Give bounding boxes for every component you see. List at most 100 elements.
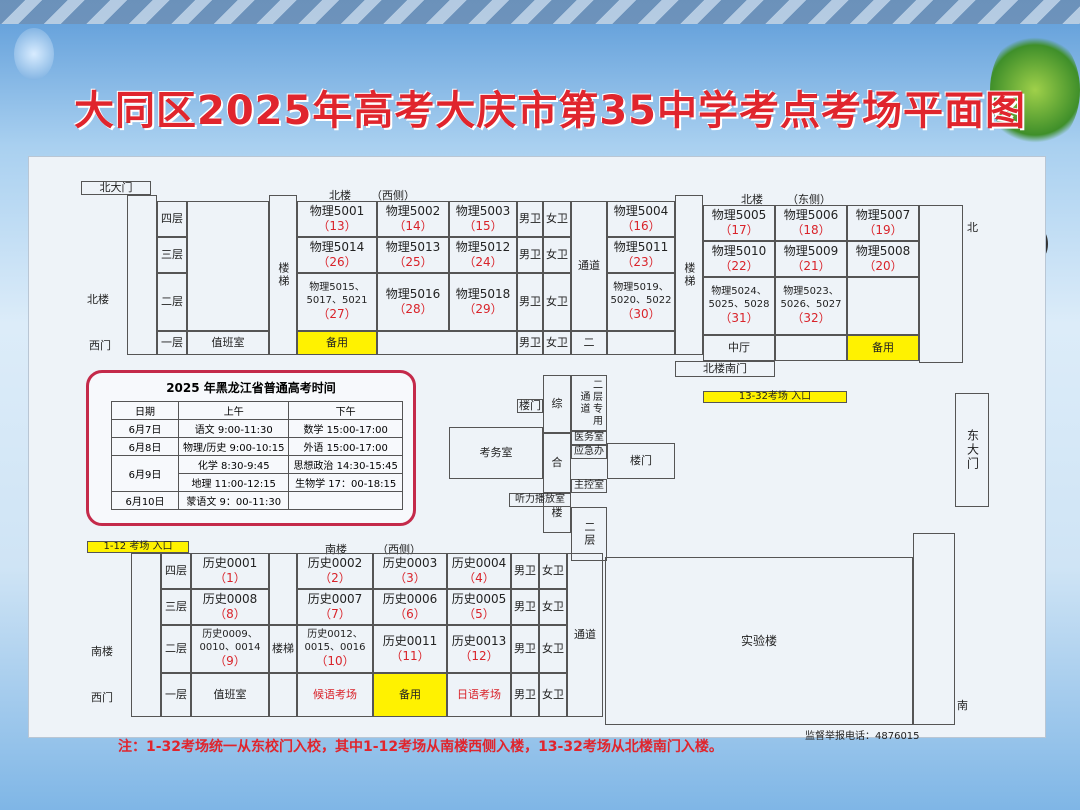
schedule-cell: 蒙语文 9：00-11:30 — [177, 491, 290, 510]
north-female-wc-2: 女卫 — [543, 273, 571, 331]
south-side-label: 南楼 — [91, 645, 113, 658]
north-floor1-block — [377, 331, 517, 355]
room-31: 物理5024、5025、5028（31） — [703, 277, 775, 335]
top-stripe — [0, 0, 1080, 24]
special-passage: 二层专用通道 — [571, 375, 607, 431]
exam-schedule: 2025 年黑龙江省普通高考时间 日期 上午 下午 6月7日 语文 9:00-1… — [86, 370, 416, 526]
room-3: 历史0003（3） — [373, 553, 447, 589]
schedule-title: 2025 年黑龙江省普通高考时间 — [166, 381, 336, 395]
south-waiting-room-2: 日语考场 — [447, 673, 511, 717]
schedule-header: 下午 — [288, 401, 403, 420]
room-5: 历史0005（5） — [447, 589, 511, 625]
south-female-wc-2: 女卫 — [539, 625, 567, 673]
south-header: 南楼 — [325, 543, 347, 556]
complex-label-1: 综 — [543, 375, 571, 433]
north-stairs: 楼梯 — [269, 195, 297, 355]
control-room: 主控室 — [571, 479, 607, 493]
south-corridor: 通道 — [567, 553, 603, 717]
hotline: 监督举报电话：4876015 — [805, 731, 920, 742]
north-side-label: 北楼 — [87, 293, 109, 306]
room-23: 物理5011（23） — [607, 237, 675, 273]
table-row: 6月10日 蒙语文 9：00-11:30 — [111, 491, 403, 510]
north-corridor: 通道 — [571, 201, 607, 331]
north-hall: 中厅 — [703, 335, 775, 361]
schedule-cell: 物理/历史 9:00-10:15 — [177, 437, 290, 456]
north-backup-room-2: 备用 — [847, 335, 919, 361]
south-floor-4: 四层 — [161, 553, 191, 589]
south-west-column — [131, 553, 161, 717]
leaves-decoration — [990, 30, 1080, 150]
room-30: 物理5019、5020、5022（30） — [607, 273, 675, 331]
schedule-table: 日期 上午 下午 6月7日 语文 9:00-11:30 数学 15:00-17:… — [111, 401, 403, 510]
balloon-icon — [14, 28, 54, 80]
schedule-cell: 地理 11:00-12:15 — [177, 473, 290, 492]
north-female-wc-4: 女卫 — [543, 201, 571, 237]
north-floor-1: 一层 — [157, 331, 187, 355]
south-mark: 南 — [957, 699, 968, 712]
room-21: 物理5009（21） — [775, 241, 847, 277]
room-16: 物理5004（16） — [607, 201, 675, 237]
south-stairs: 楼梯 — [269, 625, 297, 673]
south-female-wc-1: 女卫 — [539, 673, 567, 717]
north-east-header: 北楼 — [741, 193, 763, 206]
schedule-cell: 外语 15:00-17:00 — [288, 437, 403, 456]
room-15: 物理5003（15） — [449, 201, 517, 237]
room-29: 物理5018（29） — [449, 273, 517, 331]
floor-plan: 北大门 北楼 （西侧） 北楼 （东侧） 北楼 西门 北 四层 三层 二层 一层 … — [28, 156, 1046, 742]
north-east-end — [919, 205, 963, 363]
middle-gatehouse: 楼门 — [517, 399, 543, 413]
table-row: 6月9日 化学 8:30-9:45 思想政治 14:30-15:45 — [111, 455, 403, 492]
room-24: 物理5012（24） — [449, 237, 517, 273]
north-male-wc-1: 男卫 — [517, 331, 543, 355]
room-12: 历史0013（12） — [447, 625, 511, 673]
room-27: 物理5015、5017、5021（27） — [297, 273, 377, 331]
room-20: 物理5008（20） — [847, 241, 919, 277]
north-west-header: 北楼 — [329, 189, 351, 202]
south-floor-2: 二层 — [161, 625, 191, 673]
exam-office: 考务室 — [449, 427, 543, 479]
north-second-floor-mark: 二 — [571, 331, 607, 355]
south-floor-3: 三层 — [161, 589, 191, 625]
table-row: 日期 上午 下午 — [111, 401, 403, 420]
table-row: 地理 11:00-12:15 生物学 17：00-18:15 — [112, 473, 403, 492]
room-4: 历史0004（4） — [447, 553, 511, 589]
emergency-office: 应急办 — [571, 445, 607, 459]
room-19: 物理5007（19） — [847, 205, 919, 241]
schedule-cell: 化学 8:30-9:45 — [177, 455, 290, 474]
north-gate: 北大门 — [81, 181, 151, 195]
north-east-side: （东侧） — [787, 193, 831, 206]
schedule-cell: 6月8日 — [111, 437, 179, 456]
south-male-wc-4: 男卫 — [511, 553, 539, 589]
north-west-side: （西侧） — [371, 189, 415, 202]
table-row: 6月8日 物理/历史 9:00-10:15 外语 15:00-17:00 — [111, 437, 403, 456]
room-2: 历史0002（2） — [297, 553, 373, 589]
schedule-header: 上午 — [177, 401, 290, 420]
complex-building-door: 楼门 — [607, 443, 675, 479]
schedule-cell — [288, 491, 403, 510]
south-waiting-room-1: 候语考场 — [297, 673, 373, 717]
schedule-cell: 6月7日 — [111, 419, 179, 438]
room-1: 历史0001（1） — [191, 553, 269, 589]
schedule-cell: 语文 9:00-11:30 — [177, 419, 290, 438]
south-male-wc-1: 男卫 — [511, 673, 539, 717]
page-title: 大同区2025年高考大庆市第35中学考点考场平面图 — [74, 88, 1026, 134]
entrance-1-12: 1-12 考场 入口 — [87, 541, 189, 553]
schedule-cell: 6月9日 — [111, 455, 179, 492]
room-9: 历史0009、0010、0014（9） — [191, 625, 269, 673]
room-7: 历史0007（7） — [297, 589, 373, 625]
north-floor-4: 四层 — [157, 201, 187, 237]
room-8: 历史0008（8） — [191, 589, 269, 625]
room-11: 历史0011（11） — [373, 625, 447, 673]
room-13: 物理5001（13） — [297, 201, 377, 237]
east-gate: 东大门 — [955, 393, 989, 507]
middle-second-floor: 二层 — [571, 507, 607, 561]
south-female-wc-4: 女卫 — [539, 553, 567, 589]
north-south-door: 北楼南门 — [675, 361, 775, 377]
room-25: 物理5013（25） — [377, 237, 449, 273]
south-header-side: （西侧） — [377, 543, 421, 556]
south-stairs-upper — [269, 553, 297, 625]
north-floor-3: 三层 — [157, 237, 187, 273]
room-32: 物理5023、5026、5027（32） — [775, 277, 847, 335]
listening-room: 听力播放室 — [509, 493, 571, 507]
